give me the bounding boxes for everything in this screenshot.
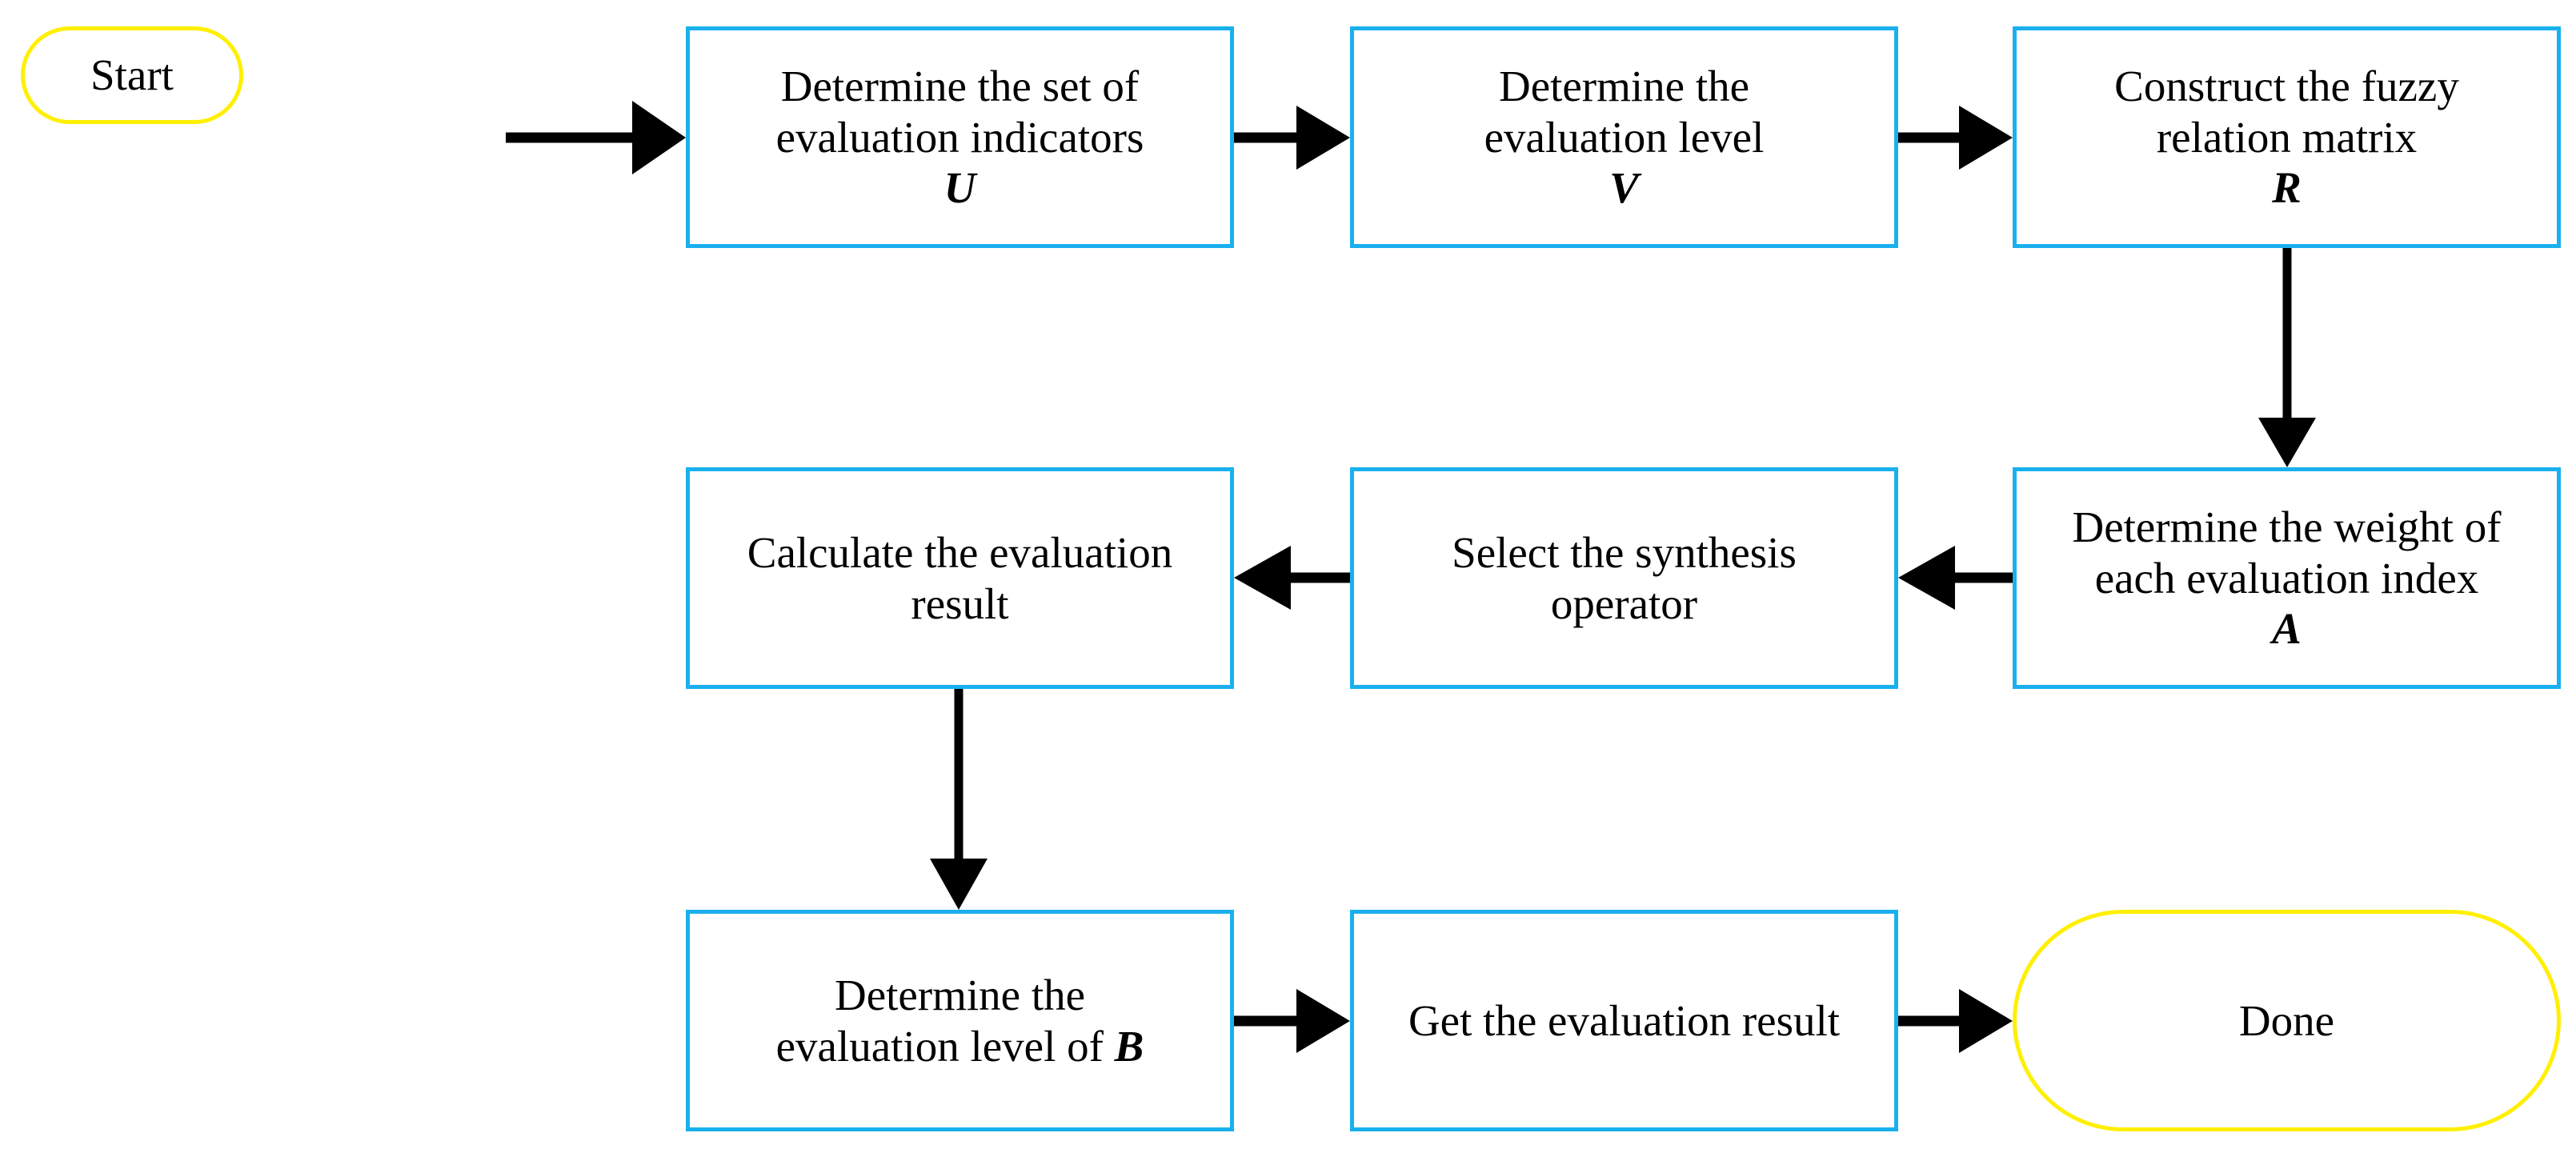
node-start[interactable]: Start bbox=[21, 26, 243, 124]
node-determine-weight-symbol: A bbox=[2272, 604, 2302, 654]
node-determine-indicators-label: Determine the set of evaluation indicato… bbox=[690, 61, 1230, 214]
node-determine-level-symbol: V bbox=[1609, 163, 1639, 213]
node-determine-level-text: Determine the evaluation level bbox=[1484, 61, 1765, 162]
node-construct-matrix-text: Construct the fuzzy relation matrix bbox=[2114, 61, 2459, 162]
node-get-result-label: Get the evaluation result bbox=[1408, 995, 1841, 1045]
edge-weight-to-operator bbox=[1898, 546, 2013, 610]
edge-operator-to-calculate bbox=[1234, 546, 1350, 610]
edge-getresult-to-done bbox=[1898, 989, 2013, 1053]
node-determine-indicators[interactable]: Determine the set of evaluation indicato… bbox=[686, 26, 1234, 248]
node-determine-indicators-symbol: U bbox=[943, 163, 976, 213]
node-determine-weight[interactable]: Determine the weight of each evaluation … bbox=[2013, 467, 2561, 689]
edge-matrix-to-weight bbox=[2258, 248, 2316, 467]
node-select-operator[interactable]: Select the synthesis operator bbox=[1350, 467, 1898, 689]
node-determine-weight-label: Determine the weight of each evaluation … bbox=[2017, 502, 2557, 655]
edge-level-to-matrix bbox=[1898, 106, 2013, 170]
edge-indicators-to-level bbox=[1234, 106, 1350, 170]
node-determine-level-b-label: Determine the evaluation level of B bbox=[690, 970, 1230, 1072]
node-get-result[interactable]: Get the evaluation result bbox=[1350, 910, 1898, 1131]
node-determine-level-b-symbol: B bbox=[1114, 1021, 1144, 1071]
node-start-label: Start bbox=[90, 50, 174, 100]
node-done[interactable]: Done bbox=[2013, 910, 2561, 1131]
edge-start-to-indicators bbox=[506, 101, 686, 174]
node-determine-level-b-text: Determine the evaluation level of bbox=[775, 970, 1104, 1071]
edge-calculate-to-levelb bbox=[930, 689, 988, 910]
node-select-operator-label: Select the synthesis operator bbox=[1452, 527, 1797, 628]
node-calculate-result-label: Calculate the evaluation result bbox=[747, 527, 1173, 628]
edge-levelb-to-getresult bbox=[1234, 989, 1350, 1053]
node-determine-weight-text: Determine the weight of each evaluation … bbox=[2072, 502, 2502, 603]
node-determine-indicators-text: Determine the set of evaluation indicato… bbox=[775, 61, 1144, 162]
node-calculate-result[interactable]: Calculate the evaluation result bbox=[686, 467, 1234, 689]
node-construct-matrix-symbol: R bbox=[2272, 163, 2302, 213]
node-done-label: Done bbox=[2238, 995, 2335, 1045]
node-determine-level-b[interactable]: Determine the evaluation level of B bbox=[686, 910, 1234, 1131]
